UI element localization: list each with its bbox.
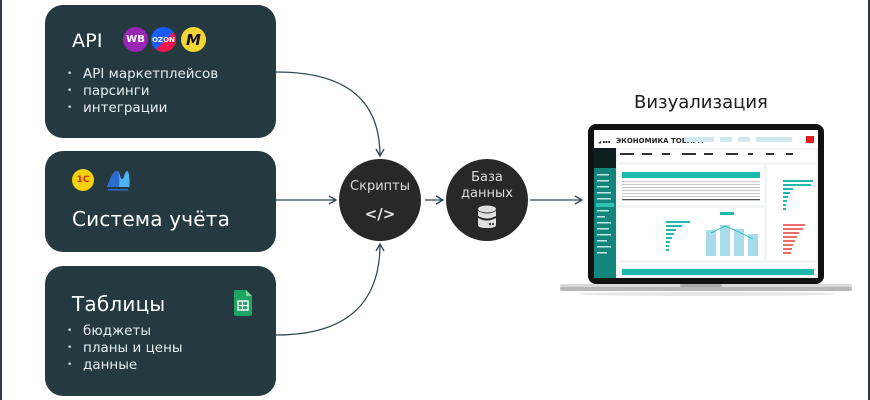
- scripts-label: Скрипты: [350, 179, 410, 194]
- api-bullet-list: API маркетплейсов парсинги интеграции: [67, 66, 218, 117]
- 1c-logo-icon: 1С: [72, 169, 94, 191]
- api-title: API: [72, 30, 103, 52]
- laptop-notch: [680, 284, 722, 287]
- ozon-logo-icon: OZON: [151, 27, 176, 52]
- yandex-market-logo-icon: M: [181, 27, 206, 52]
- scripts-node: Скрипты </>: [339, 159, 421, 241]
- code-icon: </>: [364, 205, 396, 223]
- list-item: данные: [67, 357, 183, 374]
- dashboard-header-title: ЭКОНОМИКА ТОВАРА: [616, 137, 704, 145]
- frame-edge-right: [868, 0, 870, 400]
- bottom-bars: [783, 224, 805, 254]
- kpi-values: [620, 153, 793, 155]
- visualization-title: Визуализация: [634, 92, 768, 113]
- filter-dropdown: [738, 137, 750, 142]
- filter-dropdown: [756, 137, 792, 142]
- middle-hbars: [666, 221, 690, 251]
- filter-dropdown: [720, 137, 732, 142]
- kpi-row: [618, 150, 816, 162]
- database-icon: [478, 205, 496, 228]
- arrow-tables-to-scripts: [275, 242, 385, 336]
- source-accounting-card: 1С Система учёта: [45, 151, 276, 252]
- tables-bullet-list: бюджеты планы и цены данные: [67, 323, 183, 374]
- tables-title: Таблицы: [72, 292, 166, 316]
- column-chart: [706, 225, 758, 256]
- database-label-line1: База: [471, 170, 503, 185]
- database-label-line2: данных: [461, 186, 513, 201]
- database-node: База данных: [446, 159, 528, 241]
- list-item: парсинги: [67, 83, 218, 100]
- moysklad-logo-icon: [107, 171, 130, 191]
- dashboard-logo: ◢ ▪▪▪: [598, 139, 611, 144]
- laptop-dashboard-illustration: ◢ ▪▪▪ ЭКОНОМИКА ТОВАРА: [560, 124, 852, 296]
- source-api-card: API WB OZON M API маркетплейсов парсинги…: [45, 5, 276, 138]
- list-item: планы и цены: [67, 340, 183, 357]
- arrow-api-to-scripts: [275, 71, 385, 158]
- frame-edge-left: [0, 0, 2, 400]
- source-tables-card: Таблицы бюджеты планы и цены данные: [45, 266, 276, 396]
- google-sheets-icon: [234, 290, 252, 316]
- top-bars: [783, 180, 813, 210]
- filter-dropdown: [684, 137, 714, 142]
- accounting-title: Система учёта: [72, 207, 231, 231]
- sidebar-items: [596, 174, 614, 254]
- wildberries-logo-icon: WB: [123, 27, 148, 52]
- youtube-icon: [806, 136, 814, 143]
- list-item: API маркетплейсов: [67, 66, 218, 83]
- list-item: интеграции: [67, 100, 218, 117]
- list-item: бюджеты: [67, 323, 183, 340]
